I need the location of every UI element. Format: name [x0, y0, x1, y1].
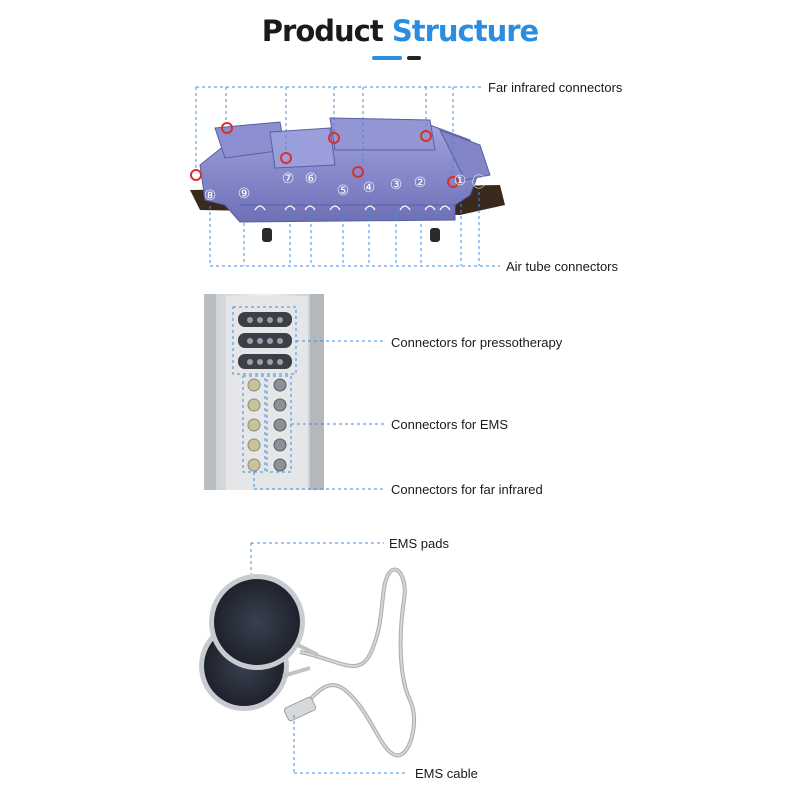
suit-number-1: ① — [454, 173, 467, 189]
label-connectors-ems: Connectors for EMS — [391, 417, 509, 432]
far-infrared-callout-lines — [195, 86, 484, 176]
suit-number-9: ⑨ — [238, 186, 251, 202]
suit-number-8: ⑧ — [204, 188, 217, 204]
panel-callout-lines — [232, 306, 384, 490]
title-underline-dark — [407, 56, 421, 60]
label-connectors-pressotherapy: Connectors for pressotherapy — [391, 335, 563, 350]
air-tube-callout-lines — [209, 192, 500, 267]
suit-number-6: ⑥ — [305, 171, 318, 187]
suit-number-4: ④ — [363, 180, 376, 196]
page-title: Product Structure — [0, 14, 800, 48]
label-connectors-far-infrared: Connectors for far infrared — [391, 482, 543, 497]
ems-pads-image — [199, 567, 416, 758]
suit-number-0: ⓪ — [472, 175, 486, 191]
suit-number-7: ⑦ — [282, 171, 295, 187]
title-underline-accent — [372, 56, 402, 60]
suit-number-5: ⑤ — [337, 183, 350, 199]
label-far-infrared-connectors: Far infrared connectors — [488, 80, 623, 95]
title-word-structure: Structure — [391, 14, 539, 48]
label-ems-cable: EMS cable — [415, 766, 478, 781]
connector-panel-image — [204, 294, 324, 490]
suit-number-2: ② — [414, 175, 427, 191]
ems-callout-lines — [250, 542, 408, 774]
label-ems-pads: EMS pads — [389, 536, 449, 551]
title-word-product: Product — [261, 14, 384, 48]
label-air-tube-connectors: Air tube connectors — [506, 259, 619, 274]
suit-number-3: ③ — [390, 177, 403, 193]
